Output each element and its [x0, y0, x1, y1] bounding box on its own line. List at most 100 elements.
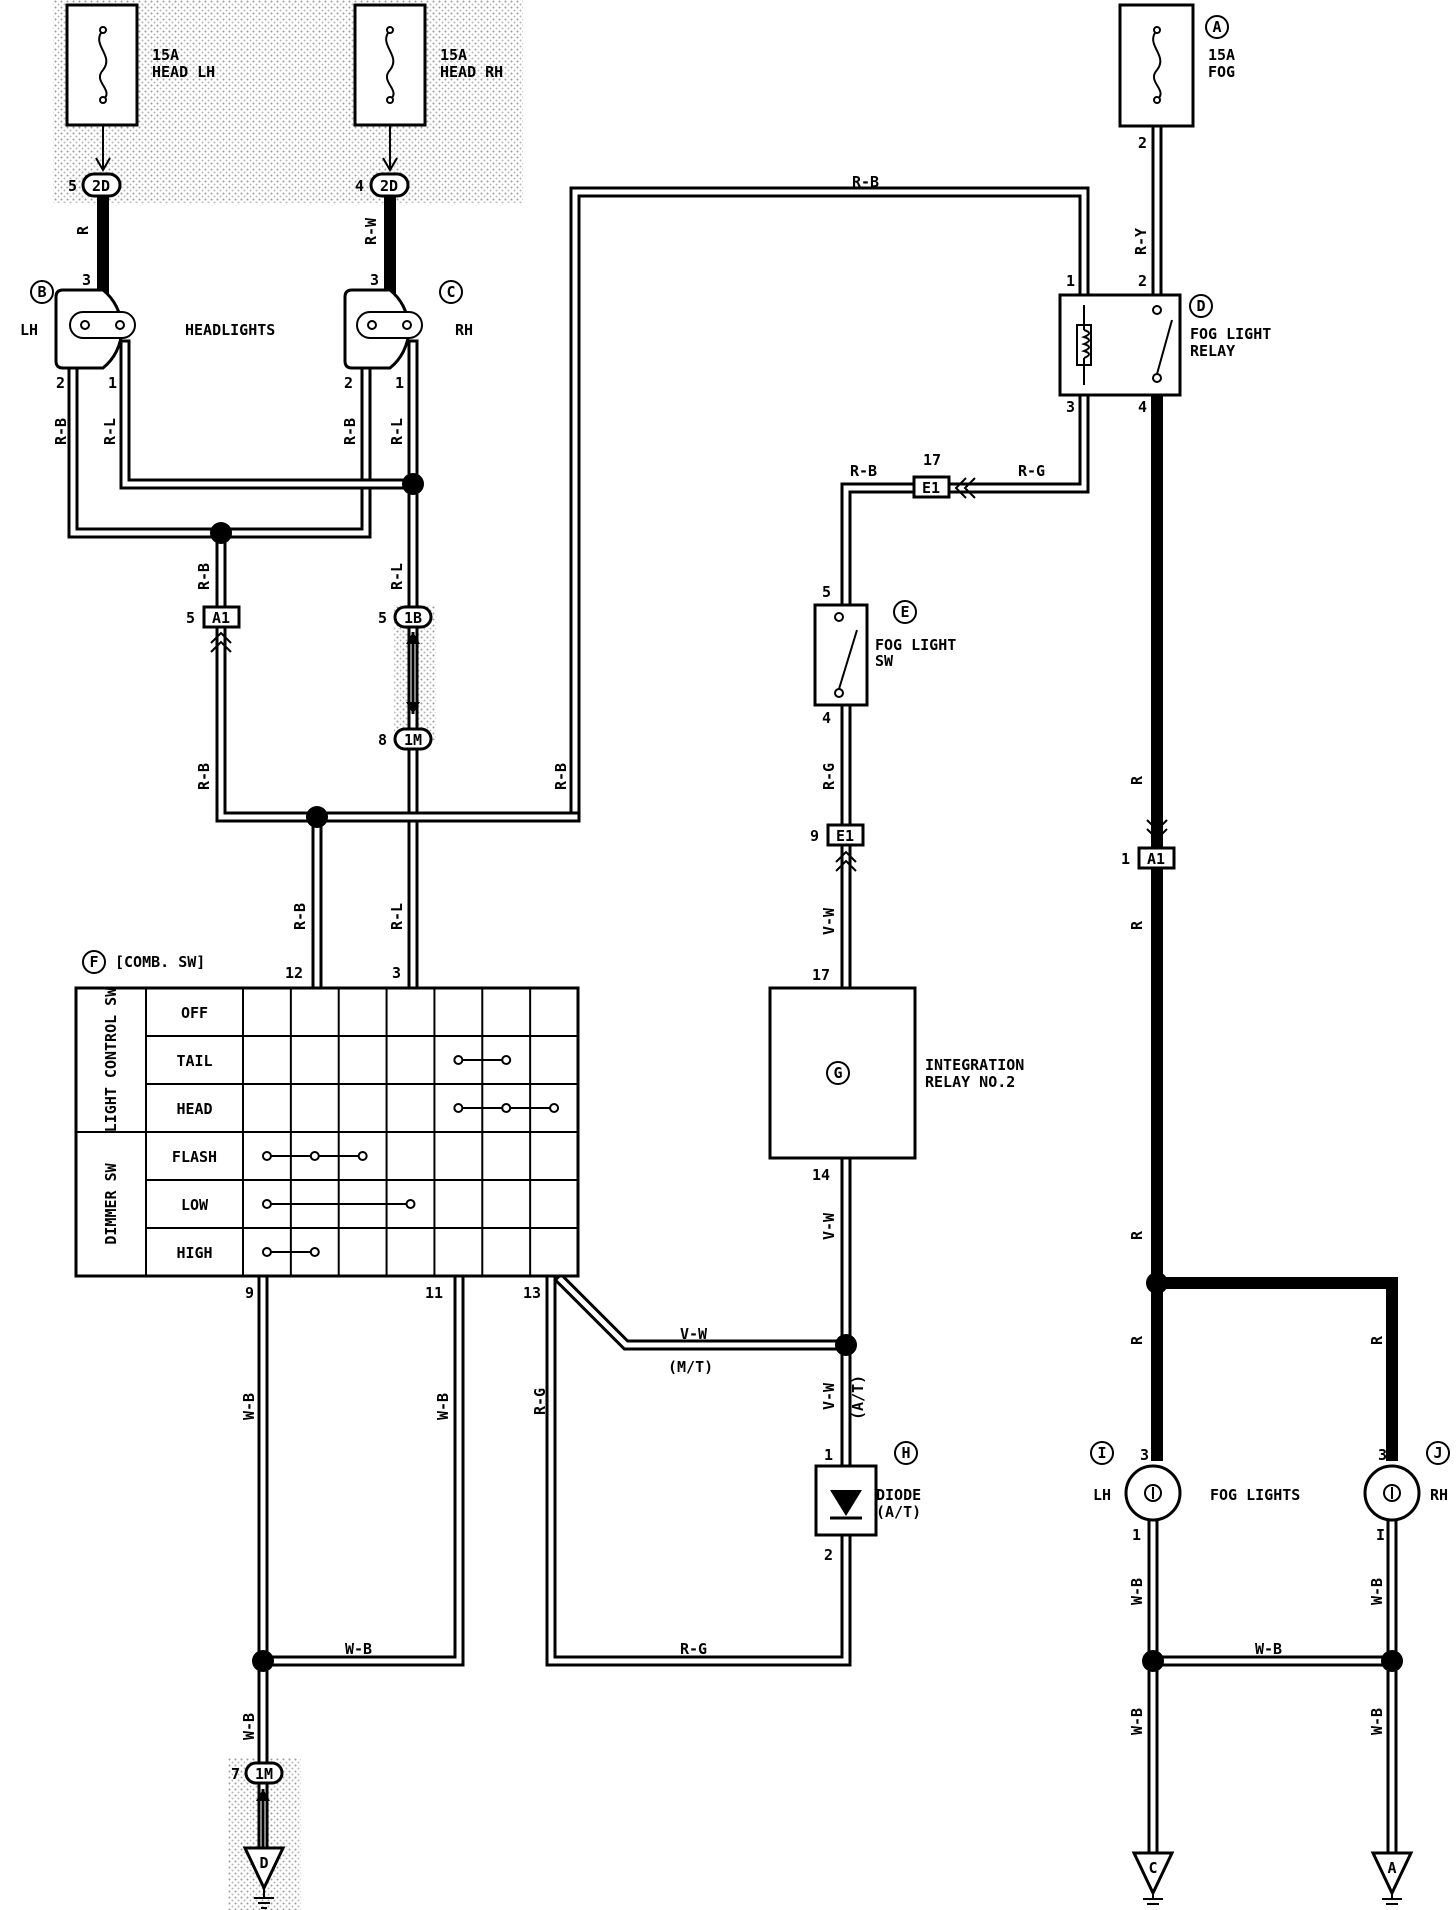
- svg-text:1: 1: [1121, 850, 1130, 868]
- svg-text:4: 4: [1138, 398, 1147, 416]
- svg-text:R-B: R-B: [850, 462, 877, 480]
- svg-text:14: 14: [812, 1166, 830, 1184]
- svg-text:R: R: [1128, 920, 1146, 930]
- comb-connection-dot: [309, 1247, 320, 1257]
- svg-text:R-G: R-G: [820, 763, 838, 790]
- comb-connection-dot: [501, 1055, 512, 1065]
- svg-text:4: 4: [822, 709, 831, 727]
- comb-row-label: FLASH: [172, 1148, 217, 1166]
- ground-right: A: [1370, 1851, 1414, 1905]
- svg-text:LH: LH: [20, 321, 38, 339]
- comb-group-dimmer: DIMMER SW: [102, 1162, 120, 1244]
- svg-text:R-B: R-B: [52, 418, 70, 445]
- fuse-fog: A 15A FOG: [1118, 3, 1235, 128]
- svg-text:8: 8: [378, 731, 387, 749]
- svg-text:1: 1: [824, 1446, 833, 1464]
- ground-left: D: [242, 1846, 286, 1909]
- comb-connection-dot: [261, 1151, 272, 1161]
- svg-text:1: 1: [1066, 272, 1075, 290]
- fuse-head-rh-rating: 15A: [440, 46, 467, 64]
- svg-text:R: R: [1128, 1230, 1146, 1240]
- svg-text:1: 1: [395, 374, 404, 392]
- fog-light-rh: J RH 3 I: [1363, 1441, 1450, 1544]
- svg-text:D: D: [1196, 297, 1205, 315]
- svg-text:R-B: R-B: [195, 563, 213, 590]
- connector-1m-top: 1M 8: [378, 727, 433, 751]
- fog-light-switch: E FOG LIGHT SW 5 4: [813, 583, 956, 727]
- svg-text:A1: A1: [1147, 850, 1165, 868]
- comb-row-label: TAIL: [176, 1052, 212, 1070]
- svg-text:R-G: R-G: [680, 1640, 707, 1658]
- fuse-head-lh-rating: 15A: [152, 46, 179, 64]
- connector-1m-bottom: 1M 7: [231, 1761, 284, 1850]
- comb-group-light-control: LIGHT CONTROL SW: [102, 987, 120, 1132]
- connector-e1-mid: E1 9: [810, 823, 865, 872]
- comb-row-label: OFF: [181, 1004, 208, 1022]
- fog-light-lh: I LH 3 1: [1090, 1441, 1182, 1544]
- svg-text:3: 3: [1378, 1446, 1387, 1464]
- svg-text:5: 5: [822, 583, 831, 601]
- svg-text:J: J: [1433, 1444, 1442, 1462]
- svg-text:W-B: W-B: [240, 1713, 258, 1740]
- comb-row-label: HEAD: [176, 1100, 212, 1118]
- svg-text:5: 5: [186, 609, 195, 627]
- svg-text:H: H: [901, 1444, 910, 1462]
- svg-text:7: 7: [231, 1765, 240, 1783]
- connector-a1-right: A1 1: [1121, 819, 1176, 870]
- svg-text:3: 3: [1140, 1446, 1149, 1464]
- comb-connection-dot: [261, 1199, 272, 1209]
- connector-a1-left: A1 5: [186, 605, 241, 653]
- fog-light-relay: D FOG LIGHT RELAY 1 2 2 3 4: [1058, 134, 1271, 416]
- svg-text:R-L: R-L: [388, 418, 406, 445]
- svg-text:(M/T): (M/T): [668, 1358, 713, 1376]
- svg-text:2: 2: [1138, 272, 1147, 290]
- svg-text:C: C: [446, 283, 455, 301]
- svg-text:W-B: W-B: [1368, 1708, 1386, 1735]
- connector-2d-lh: 2D 5: [68, 172, 122, 198]
- svg-text:2: 2: [56, 374, 65, 392]
- svg-text:W-B: W-B: [1255, 1640, 1282, 1658]
- fuse-fog-letter: A: [1212, 18, 1221, 36]
- svg-text:2: 2: [824, 1546, 833, 1564]
- svg-text:1M: 1M: [404, 731, 422, 749]
- svg-text:V-W: V-W: [820, 1382, 838, 1410]
- svg-text:R: R: [74, 225, 92, 235]
- svg-text:1M: 1M: [255, 1765, 273, 1783]
- svg-text:A1: A1: [212, 609, 230, 627]
- svg-text:W-B: W-B: [240, 1393, 258, 1420]
- comb-switch: F [COMB. SW] 12 3 9 11 13 OFFTAILHEADFLA…: [74, 950, 580, 1302]
- svg-text:17: 17: [812, 966, 830, 984]
- svg-text:R-B: R-B: [341, 418, 359, 445]
- svg-text:11: 11: [425, 1284, 443, 1302]
- svg-text:9: 9: [245, 1284, 254, 1302]
- comb-row-label: LOW: [181, 1196, 209, 1214]
- comb-connection-dot: [357, 1151, 368, 1161]
- svg-text:1: 1: [1132, 1526, 1141, 1544]
- svg-text:SW: SW: [875, 652, 894, 670]
- svg-text:5: 5: [68, 177, 77, 195]
- svg-text:LH: LH: [1093, 1486, 1111, 1504]
- svg-text:9: 9: [810, 827, 819, 845]
- svg-text:R-G: R-G: [531, 1388, 549, 1415]
- svg-text:I: I: [1376, 1526, 1385, 1544]
- fog-lights-title: FOG LIGHTS: [1210, 1486, 1300, 1504]
- svg-text:RH: RH: [455, 321, 473, 339]
- fuse-head-lh-name: HEAD LH: [152, 63, 215, 81]
- svg-text:12: 12: [285, 964, 303, 982]
- svg-text:W-B: W-B: [1128, 1578, 1146, 1605]
- svg-text:R-B: R-B: [195, 763, 213, 790]
- svg-text:5: 5: [378, 609, 387, 627]
- connector-1b: 1B 5: [378, 605, 433, 714]
- svg-text:E1: E1: [836, 827, 854, 845]
- svg-text:V-W: V-W: [820, 907, 838, 935]
- svg-text:R-L: R-L: [388, 563, 406, 590]
- svg-text:R-B: R-B: [852, 173, 879, 191]
- svg-text:INTEGRATION: INTEGRATION: [925, 1056, 1024, 1074]
- connector-e1-top: E1 17: [912, 451, 976, 499]
- svg-text:FOG LIGHT: FOG LIGHT: [1190, 325, 1271, 343]
- svg-text:G: G: [833, 1064, 842, 1082]
- svg-text:2D: 2D: [92, 177, 110, 195]
- ground-center: C: [1131, 1851, 1175, 1905]
- svg-text:4: 4: [355, 177, 364, 195]
- junction-dots: [210, 473, 1403, 1672]
